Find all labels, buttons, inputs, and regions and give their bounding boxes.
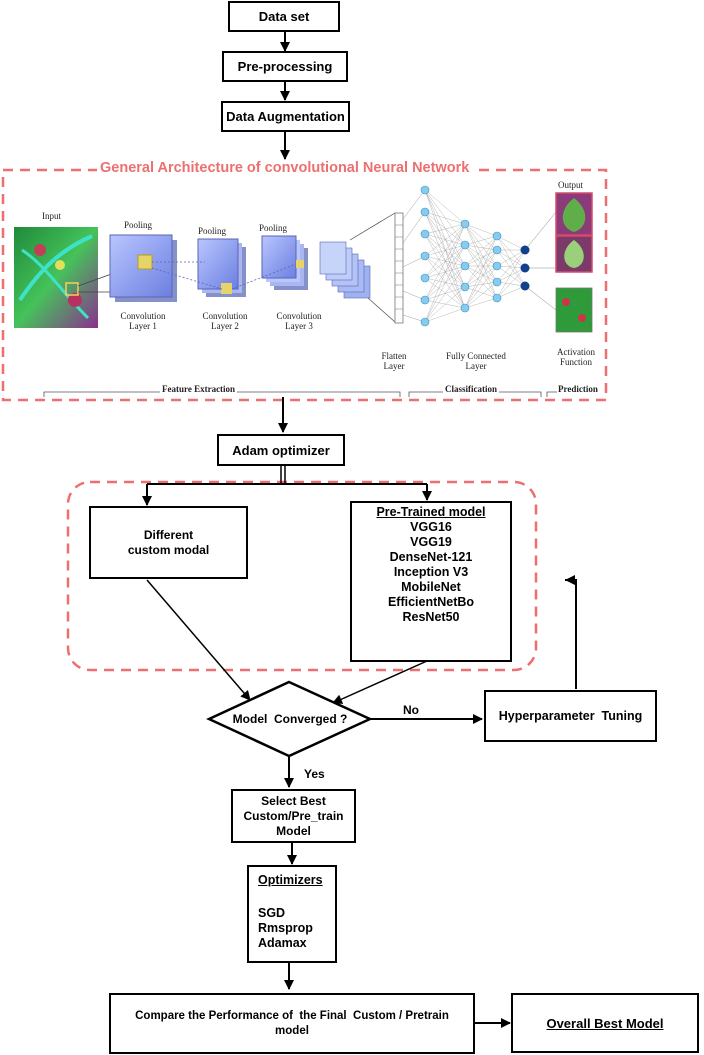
optimizers-box: Optimizers SGD Rmsprop Adamax: [247, 865, 337, 963]
optimizer-item: Rmsprop: [258, 921, 313, 935]
output-nodes: [520, 245, 530, 291]
select-best-line1: Select Best: [261, 793, 326, 808]
optimizer-item: Adamax: [258, 936, 307, 950]
adam-optimizer-box: Adam optimizer: [217, 434, 345, 466]
pretrained-model-list: Pre-Trained model VGG16 VGG19 DenseNet-1…: [376, 505, 485, 625]
conv-layer-3-block: [261, 235, 308, 290]
conv1-label-line1: Convolution: [120, 311, 166, 321]
fc-nodes: [420, 185, 502, 327]
adam-optimizer-label: Adam optimizer: [232, 442, 330, 458]
pretrained-item: Inception V3: [393, 565, 469, 579]
compare-performance-box: Compare the Performance of the Final Cus…: [109, 993, 475, 1054]
compare-line2: model: [275, 1024, 309, 1037]
custom-model-box: Different custom modal: [89, 506, 248, 579]
optimizer-item: SGD: [258, 906, 286, 920]
flatten-label-line1: Flatten: [381, 351, 407, 361]
yes-label: Yes: [304, 767, 325, 781]
pooling-label-3: Pooling: [259, 223, 288, 233]
dataset-box: Data set: [228, 1, 340, 32]
optimizers-title: Optimizers: [258, 873, 323, 887]
activation-label-line1: Activation: [557, 347, 595, 357]
flatten-label-line2: Layer: [383, 361, 405, 371]
fc-label-line1: Fully Connected: [446, 351, 506, 361]
pretrained-item: VGG16: [410, 520, 452, 534]
cnn-dashed-frame: [1, 168, 608, 402]
fc-label: Fully Connected Layer: [434, 351, 518, 371]
classification-label: Classification: [443, 384, 500, 394]
preprocessing-box: Pre-processing: [222, 51, 348, 82]
output-leaf-images: [555, 192, 593, 333]
input-leaf-image: [14, 227, 98, 328]
conv3-label: Convolution Layer 3: [266, 311, 332, 331]
hyperparameter-tuning-box: Hyperparameter Tuning: [484, 690, 657, 742]
flatten-layer-column: [394, 212, 404, 324]
decision-label: Model Converged ?: [232, 712, 348, 726]
flatten-label: Flatten Layer: [374, 351, 414, 371]
custom-model-line1: Different: [143, 527, 194, 542]
conv3-label-line1: Convolution: [276, 311, 322, 321]
pretrained-item: DenseNet-121: [389, 550, 473, 564]
select-best-box: Select Best Custom/Pre_train Model: [231, 789, 356, 843]
pretrained-title: Pre-Trained model: [376, 505, 486, 519]
conv2-label-line1: Convolution: [202, 311, 248, 321]
conv1-label: Convolution Layer 1: [110, 311, 176, 331]
custom-model-line2: custom modal: [127, 542, 210, 557]
arrow-pretrained-decision: [332, 660, 428, 704]
pooling-label-1: Pooling: [124, 220, 153, 230]
preprocessing-label: Pre-processing: [237, 59, 333, 74]
pretrained-item: ResNet50: [402, 610, 460, 624]
pooling-label-2: Pooling: [198, 226, 227, 236]
input-label: Input: [42, 211, 61, 221]
no-label: No: [403, 703, 419, 717]
fully-connected-network: [402, 189, 557, 323]
cnn-title: General Architecture of convolutional Ne…: [97, 160, 473, 176]
feature-extraction-label: Feature Extraction: [160, 384, 238, 394]
pretrained-item: MobileNet: [401, 580, 461, 594]
pooled-feature-stack: [319, 241, 371, 299]
conv3-label-line2: Layer 3: [285, 321, 313, 331]
hyperparameter-tuning-label: Hyperparameter Tuning: [498, 709, 643, 723]
conv2-label: Convolution Layer 2: [192, 311, 258, 331]
augmentation-box: Data Augmentation: [221, 101, 350, 132]
models-dashed-frame: [66, 480, 538, 672]
augmentation-label: Data Augmentation: [226, 109, 345, 124]
select-best-line2: Custom/Pre_train: [243, 808, 344, 823]
output-label: Output: [558, 180, 584, 190]
pretrained-model-box: Pre-Trained model VGG16 VGG19 DenseNet-1…: [350, 501, 512, 662]
arrow-custom-decision: [146, 579, 251, 701]
fc-label-line2: Layer: [465, 361, 487, 371]
select-best-line3: Model: [276, 823, 311, 838]
overall-best-model-box: Overall Best Model: [511, 993, 699, 1053]
dataset-label: Data set: [258, 9, 310, 24]
overall-best-model-label: Overall Best Model: [546, 1015, 664, 1031]
activation-label-line2: Function: [559, 357, 592, 367]
section-brackets: [43, 391, 600, 397]
activation-label: Activation Function: [550, 347, 602, 367]
prediction-label: Prediction: [557, 384, 601, 394]
conv-layer-1-block: [109, 234, 177, 302]
compare-line1: Compare the Performance of the Final Cus…: [135, 1009, 449, 1022]
conv1-label-line2: Layer 1: [129, 321, 157, 331]
pretrained-item: EfficientNetBo: [387, 595, 475, 609]
conv2-label-line2: Layer 2: [211, 321, 239, 331]
pretrained-item: VGG19: [410, 535, 452, 549]
conv-layer-2-block: [197, 238, 246, 297]
